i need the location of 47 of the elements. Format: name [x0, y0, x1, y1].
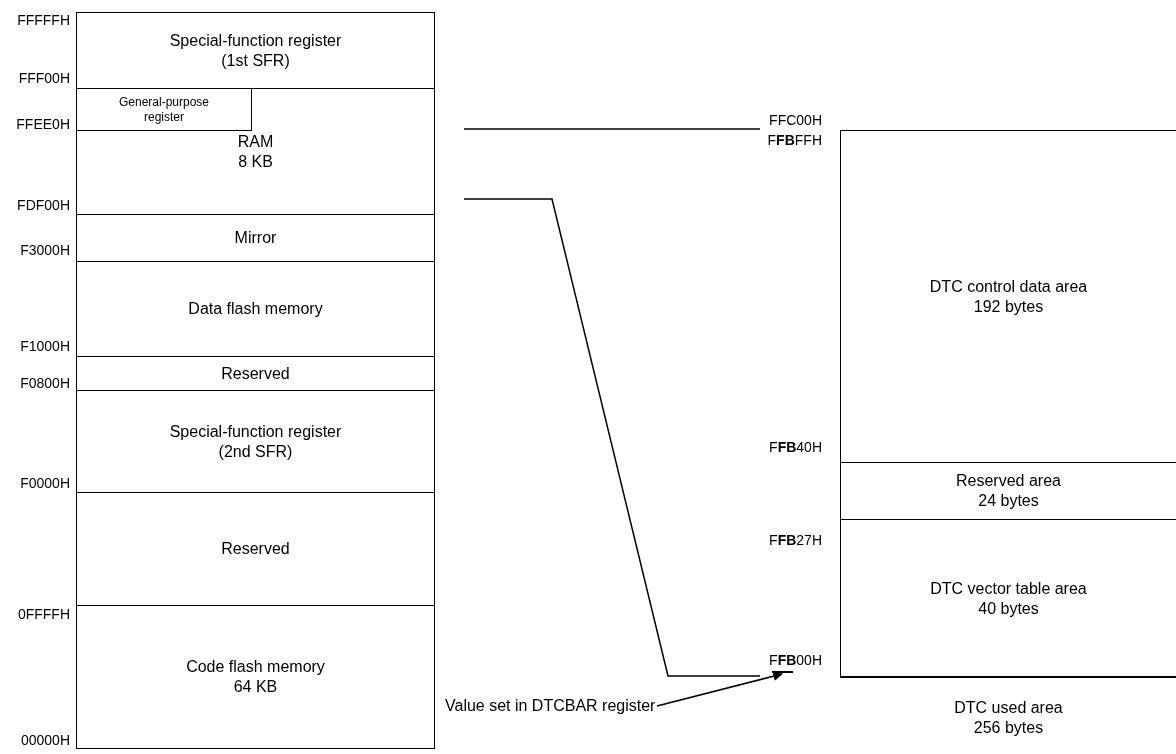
box-text: Reserved area	[956, 471, 1061, 491]
address-label: F1000H	[19, 338, 70, 354]
box-text: Reserved	[221, 539, 290, 559]
box-text: 256 bytes	[972, 718, 1045, 738]
memory-region	[76, 605, 435, 749]
memory-region	[76, 390, 435, 493]
address-label: F0800H	[19, 375, 70, 391]
box-text: 192 bytes	[973, 296, 1044, 317]
address-label: FFEE0H	[15, 116, 70, 132]
box-text: Data flash memory	[188, 299, 323, 319]
annotation-text: Value set in DTCBAR register	[445, 696, 656, 716]
memory-region	[76, 214, 435, 262]
memory-region	[76, 261, 435, 357]
memory-region	[76, 88, 252, 131]
box-text: 40 bytes	[978, 598, 1039, 619]
address-label: FFB40H	[768, 439, 822, 455]
address-label: FFBFFH	[766, 132, 822, 148]
address-label: FDF00H	[16, 197, 70, 213]
box-text: 24 bytes	[978, 491, 1039, 511]
box-text: (1st SFR)	[221, 50, 290, 71]
leader-arrow	[656, 671, 783, 707]
address-label: FFFFFH	[16, 12, 70, 28]
address-label: F0000H	[19, 475, 70, 491]
address-label: FFB00H	[769, 652, 822, 668]
address-label: FFF00H	[17, 70, 70, 86]
box-text: General-purpose register	[117, 94, 211, 125]
address-label: FFB27H	[768, 532, 822, 548]
box-text: DTC used area	[953, 698, 1064, 718]
address-label: FFC00H	[768, 112, 822, 128]
address-label: 00000H	[19, 732, 70, 748]
box-text: 8 KB	[238, 151, 273, 172]
box-text: Special-function register	[169, 421, 342, 442]
memory-region	[76, 356, 435, 391]
box-text: (2nd SFR)	[218, 441, 293, 462]
box-text: Reserved	[221, 363, 290, 384]
address-label: F3000H	[19, 242, 70, 258]
memory-region	[76, 492, 435, 606]
memory-region	[76, 12, 435, 89]
box-text: Mirror	[234, 228, 277, 248]
box-text: Special-function register	[169, 30, 342, 51]
box-text: RAM	[237, 131, 274, 152]
box-text: Code flash memory	[186, 657, 325, 677]
box-text: DTC vector table area	[930, 578, 1087, 599]
box-text: 64 KB	[233, 677, 278, 697]
address-label: 0FFFFH	[16, 606, 70, 622]
box-text: DTC control data area	[929, 276, 1088, 297]
memory-region	[76, 88, 435, 215]
